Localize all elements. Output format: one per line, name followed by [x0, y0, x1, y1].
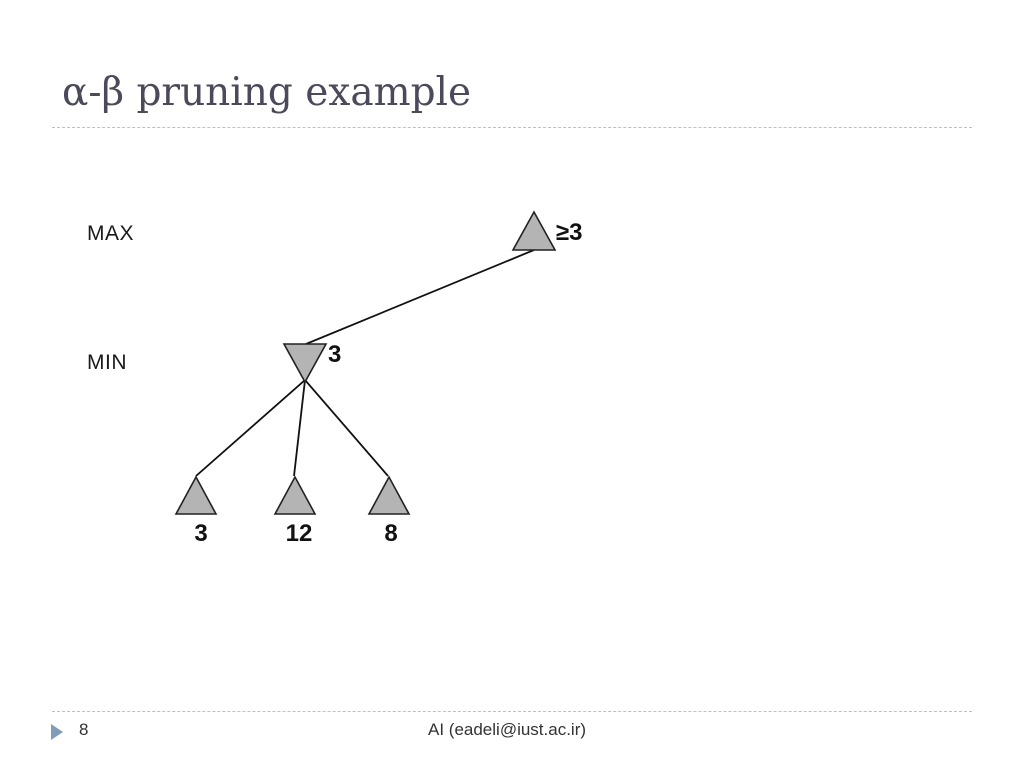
edge-min-leaf-3: [304, 379, 389, 477]
leaf-value-2: 12: [286, 520, 313, 547]
footer-divider: [52, 711, 972, 712]
slide-title: α-β pruning example: [62, 70, 472, 115]
leaf-value-1: 3: [194, 520, 207, 547]
leaf-node-2: [273, 475, 317, 515]
leaf-node-3: [367, 475, 411, 515]
min-node: [282, 343, 328, 384]
max-level-label: MAX: [87, 222, 135, 245]
leaf-node-1: [174, 475, 218, 515]
min-level-label: MIN: [87, 351, 127, 374]
leaf-value-3: 8: [384, 520, 397, 547]
root-value: ≥3: [556, 219, 583, 246]
edge-root-min: [305, 249, 535, 345]
triangle-bullet-icon: [51, 724, 63, 740]
footer-author: AI (eadeli@iust.ac.ir): [428, 720, 587, 739]
edge-min-leaf-2: [293, 379, 306, 477]
title-divider: [52, 127, 972, 128]
min-node-value: 3: [328, 341, 341, 368]
max-node-root: [511, 210, 557, 251]
page-number: 8: [79, 720, 89, 739]
edge-min-leaf-1: [195, 379, 306, 477]
